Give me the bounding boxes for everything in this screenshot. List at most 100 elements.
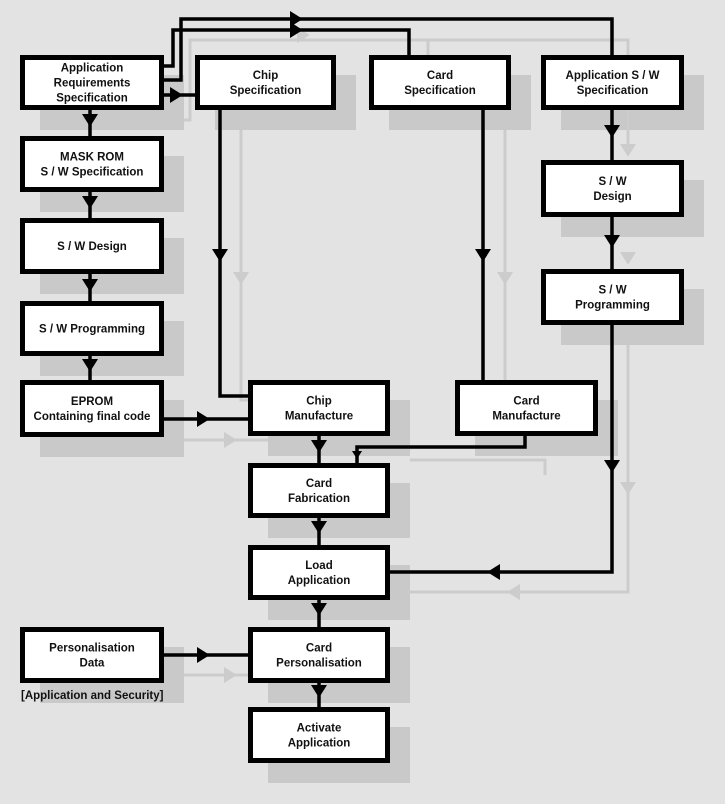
node-label-line: Load — [305, 560, 332, 572]
node-label-line: Chip — [253, 70, 279, 82]
node-label-line: Card — [513, 396, 539, 408]
connector-card-manufacture-to-card-fabrication — [352, 436, 527, 463]
arrowhead-icon — [487, 564, 500, 580]
node-box — [248, 463, 390, 518]
node-label-line: Card — [306, 478, 332, 490]
node-box — [541, 269, 684, 325]
shadow-connector — [184, 38, 430, 122]
node-label-line: Manufacture — [285, 411, 353, 423]
shadow-arrowhead-icon — [224, 432, 237, 448]
node-sw-design-left[interactable]: S / W Design — [20, 218, 164, 274]
node-label-line: MASK ROM — [60, 152, 124, 164]
shadow-arrowhead-icon — [497, 272, 513, 285]
node-box — [248, 380, 390, 436]
connector-card-spec-to-card-manufacture — [475, 110, 491, 380]
shadow-connector — [428, 38, 630, 152]
node-label-line: S / W Design — [57, 241, 127, 253]
connector-app-req-spec-to-mask-rom-spec — [82, 110, 98, 136]
connector-card-personalisation-to-activate-application — [311, 683, 327, 707]
arrowhead-icon — [82, 359, 98, 372]
shadow-arrowhead-icon — [620, 252, 636, 265]
node-label-line: Programming — [575, 300, 650, 312]
arrowhead-icon — [352, 451, 362, 459]
arrowhead-icon — [311, 521, 327, 534]
node-layer: ApplicationRequirementsSpecificationChip… — [20, 55, 684, 763]
personalisation-data-note: [Application and Security] — [21, 690, 164, 702]
connector-app-req-spec-to-app-sw-spec — [164, 11, 614, 82]
connector-card-fabrication-to-load-application — [311, 518, 327, 545]
node-box — [20, 136, 164, 192]
shadow-connector — [410, 458, 547, 475]
node-label-line: Application — [61, 63, 124, 75]
node-box — [20, 627, 164, 683]
node-box — [20, 301, 164, 356]
connector-personalisation-data-to-card-personalisation — [164, 647, 248, 663]
connector-layer — [82, 11, 620, 707]
connector-load-application-to-card-personalisation — [311, 600, 327, 627]
connector-eprom-to-chip-manufacture — [164, 411, 248, 427]
arrowhead-icon — [311, 440, 327, 453]
connector-line — [164, 17, 614, 82]
arrowhead-icon — [604, 125, 620, 138]
arrowhead-icon — [82, 196, 98, 209]
node-box — [20, 218, 164, 274]
node-label-line: Requirements — [54, 78, 131, 90]
shadow-arrowhead-icon — [507, 584, 520, 600]
connector-line — [390, 325, 614, 574]
node-label-line: Data — [80, 658, 106, 670]
node-sw-programming-right[interactable]: S / W Programming — [541, 269, 684, 325]
arrowhead-icon — [290, 22, 303, 38]
node-box — [455, 380, 598, 436]
node-label-line: Design — [593, 191, 631, 203]
arrowhead-icon — [311, 603, 327, 616]
node-label-line: Specification — [577, 85, 649, 97]
node-box — [541, 55, 684, 110]
connector-app-sw-spec-to-sw-design-right — [604, 110, 620, 160]
connector-sw-design-left-to-sw-programming-left — [82, 274, 98, 301]
arrowhead-icon — [197, 647, 210, 663]
shadow-arrowhead-icon — [224, 667, 237, 683]
node-label-line: S / W — [598, 285, 626, 297]
node-label-line: Specification — [230, 85, 302, 97]
arrowhead-icon — [604, 460, 620, 473]
arrowhead-icon — [212, 249, 228, 262]
node-mask-rom-spec[interactable]: MASK ROM S / W Specification — [20, 136, 164, 192]
node-box — [541, 160, 684, 217]
connector-sw-design-right-to-sw-programming-right — [604, 217, 620, 269]
arrowhead-icon — [170, 87, 183, 103]
connector-line — [164, 28, 411, 68]
node-label-line: Chip — [306, 396, 332, 408]
node-label-line: Application — [288, 575, 351, 587]
connector-line — [218, 110, 248, 398]
connector-app-req-spec-to-chip-spec — [164, 87, 195, 103]
node-label-line: Application S / W — [566, 70, 660, 82]
node-app-sw-spec[interactable]: Application S / W Specification — [541, 55, 684, 110]
connector-chip-manufacture-to-card-fabrication — [311, 436, 327, 463]
node-label-line: Activate — [297, 723, 342, 735]
connector-sw-programming-left-to-eprom — [82, 356, 98, 380]
node-label-line: EPROM — [71, 396, 113, 408]
node-label-line: Application — [288, 738, 351, 750]
connector-app-req-spec-to-card-spec — [164, 22, 411, 68]
node-label-line: Manufacture — [492, 411, 560, 423]
node-box — [369, 55, 511, 110]
node-label-line: S / W Specification — [41, 167, 144, 179]
arrowhead-icon — [82, 114, 98, 127]
arrowhead-icon — [290, 11, 303, 27]
node-label-line: Card — [306, 643, 332, 655]
node-label-line: S / W Programming — [39, 324, 145, 336]
node-sw-programming-left[interactable]: S / W Programming — [20, 301, 164, 356]
node-label-line: Specification — [56, 93, 128, 105]
